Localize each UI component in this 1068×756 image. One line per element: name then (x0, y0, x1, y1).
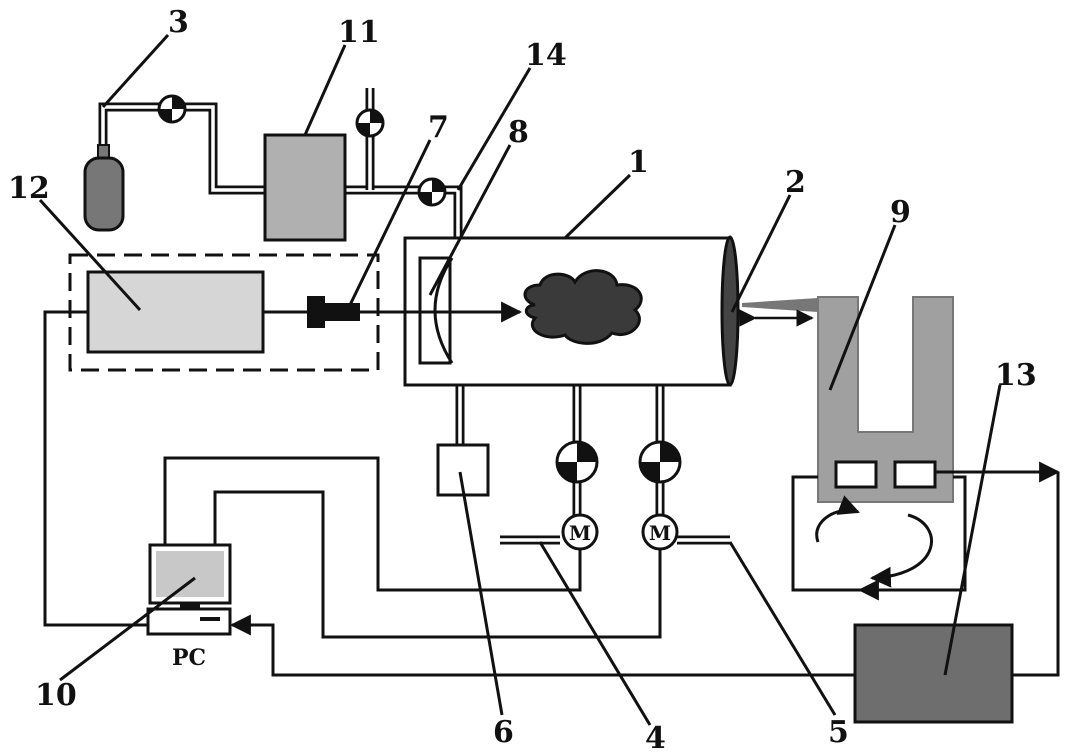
motor-pump-4: M (561, 513, 599, 551)
label-9: 9 (890, 195, 911, 230)
number-labels: 3 11 14 7 8 1 2 9 12 13 10 6 4 5 (8, 5, 1037, 756)
motor-label-4: M (569, 521, 591, 545)
component-7-device (307, 296, 360, 328)
component-11-box (263, 133, 347, 242)
chamber-end-window-2 (720, 235, 740, 387)
fork-sensor-right (893, 460, 937, 489)
gas-cylinder (83, 144, 125, 232)
label-8: 8 (508, 115, 529, 150)
valve-top-left (157, 94, 187, 124)
motor-pump-5: M (641, 513, 679, 551)
valve-vent (355, 108, 385, 138)
pc-computer: PC (146, 543, 232, 671)
label-5: 5 (828, 715, 849, 750)
label-14: 14 (525, 38, 567, 73)
rotation-arc-bottom (869, 513, 933, 588)
component-13-box (853, 623, 1014, 724)
label-12: 12 (8, 171, 50, 206)
component-12-box (86, 270, 265, 354)
valve-pump-4 (555, 440, 599, 484)
label-10: 10 (35, 678, 77, 713)
label-3: 3 (168, 5, 189, 40)
pc-label: PC (172, 645, 206, 671)
label-2: 2 (785, 165, 806, 200)
rotation-arc-top (815, 495, 860, 543)
label-13: 13 (995, 358, 1037, 393)
label-4: 4 (645, 721, 666, 756)
sample-cloud (523, 269, 643, 345)
label-6: 6 (493, 715, 514, 750)
gas-pipe-network (98, 88, 730, 545)
label-1: 1 (628, 145, 649, 180)
label-11: 11 (338, 15, 380, 50)
leader-lines (38, 33, 1002, 726)
valve-inlet (417, 177, 447, 207)
probe-beam (742, 298, 818, 312)
fork-sensor-left (834, 460, 878, 489)
valve-pump-5 (638, 440, 682, 484)
motor-label-5: M (649, 521, 671, 545)
label-7: 7 (428, 110, 449, 145)
tuning-fork-9 (817, 296, 954, 503)
signal-wires (43, 310, 1061, 677)
